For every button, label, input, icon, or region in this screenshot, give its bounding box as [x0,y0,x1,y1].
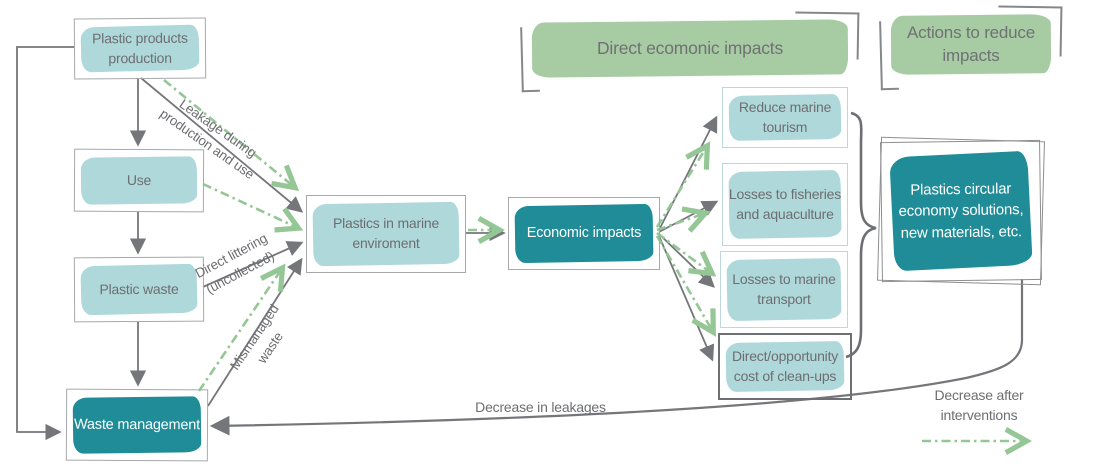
node-use: Use [73,148,205,213]
green-arrow-leakage [163,78,293,186]
legend-decrease-after-interventions: Decrease after interventions [934,387,1024,423]
node-losses-fisheries-aquaculture: Losses to fisheries and aquaculture [722,163,848,246]
node-label: Use [126,171,152,188]
node-plastics-in-marine-environment: Plastics in marine enviroment [306,195,466,273]
node-losses-marine-transport: Losses to marine transport [720,251,848,328]
node-label: Plastics in marine enviroment [332,215,440,251]
banner-label: Actions to reduce impacts [907,22,1035,65]
green-arrow-to-fisheries [656,214,703,230]
arrow-feedback-left-loop [16,46,74,441]
node-label: Economic impacts [526,225,642,242]
banner-direct-economic-impacts: Direct ecomonic impacts [520,11,860,93]
green-arrow-to-cleanups [655,235,712,330]
green-arrow-to-transport [656,231,710,272]
green-arrow-littering [202,182,296,227]
node-label: Direct/opportunity cost of clean-ups [731,347,839,384]
curly-brace [845,111,877,359]
arrow-decrease-in-leakages [209,279,1024,436]
arrow-plasticwaste-to-marine [202,241,304,288]
node-waste-management: Waste management [65,388,209,462]
sketch-corner-right [794,11,860,60]
node-economic-impacts: Economic impacts [508,197,660,270]
node-label: Plastics circular economy solutions, new… [898,180,1024,242]
node-label: Losses to marine transport [732,270,836,307]
green-arrow-mismanaged [197,270,281,392]
node-label: Reduce marine tourism [738,98,832,135]
arrow-economic-to-fisheries [658,200,719,233]
arrow-management-to-marine [207,257,303,407]
green-arrow-to-tourism [655,148,706,228]
banner-label: Direct ecomonic impacts [596,37,783,58]
edge-label-decrease-in-leakages: Decrease in leakages [475,399,606,415]
node-label: Plastic waste [99,280,179,297]
node-label: Losses to fisheries and aquaculture [728,185,842,222]
banner-actions-to-reduce-impacts: Actions to reduce impacts [879,5,1063,91]
arrow-economic-to-tourism [658,115,718,231]
node-label: Waste management [73,416,201,434]
node-plastic-products-production: Plastic products production [73,17,207,80]
node-plastics-circular-economy-solutions: Plastics circular economy solutions, new… [880,139,1042,283]
sketch-corner-left [520,26,540,93]
node-label: Plastic products production [92,29,188,66]
node-reduce-marine-tourism: Reduce marine tourism [722,87,848,148]
node-cost-of-clean-ups: Direct/opportunity cost of clean-ups [718,333,852,400]
